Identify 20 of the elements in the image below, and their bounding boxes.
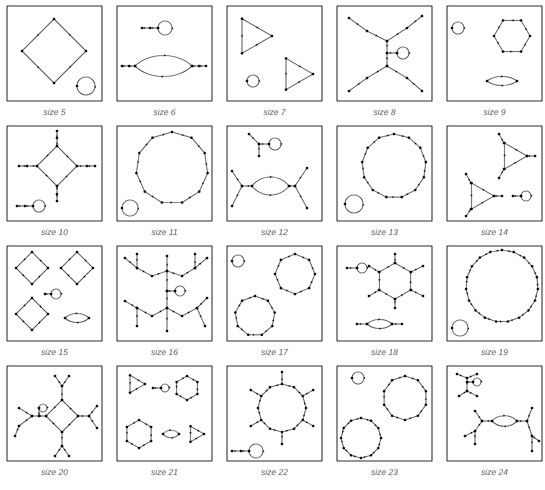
caption: size 9 [483,108,506,116]
caption: size 16 [151,348,178,356]
caption: size 18 [371,348,398,356]
caption: size 14 [481,228,508,236]
caption: size 24 [481,468,508,476]
caption: size 13 [371,228,398,236]
caption: size 11 [151,228,177,236]
caption: size 19 [481,348,508,356]
caption: size 12 [261,228,288,236]
caption: size 7 [263,108,286,116]
caption: size 10 [41,228,68,236]
caption: size 8 [373,108,396,116]
caption: size 20 [41,468,68,476]
caption: size 5 [43,108,66,116]
caption: size 23 [371,468,398,476]
caption: size 21 [151,468,178,476]
caption: size 15 [41,348,68,356]
caption: size 17 [261,348,288,356]
caption: size 6 [153,108,176,116]
caption: size 22 [261,468,288,476]
